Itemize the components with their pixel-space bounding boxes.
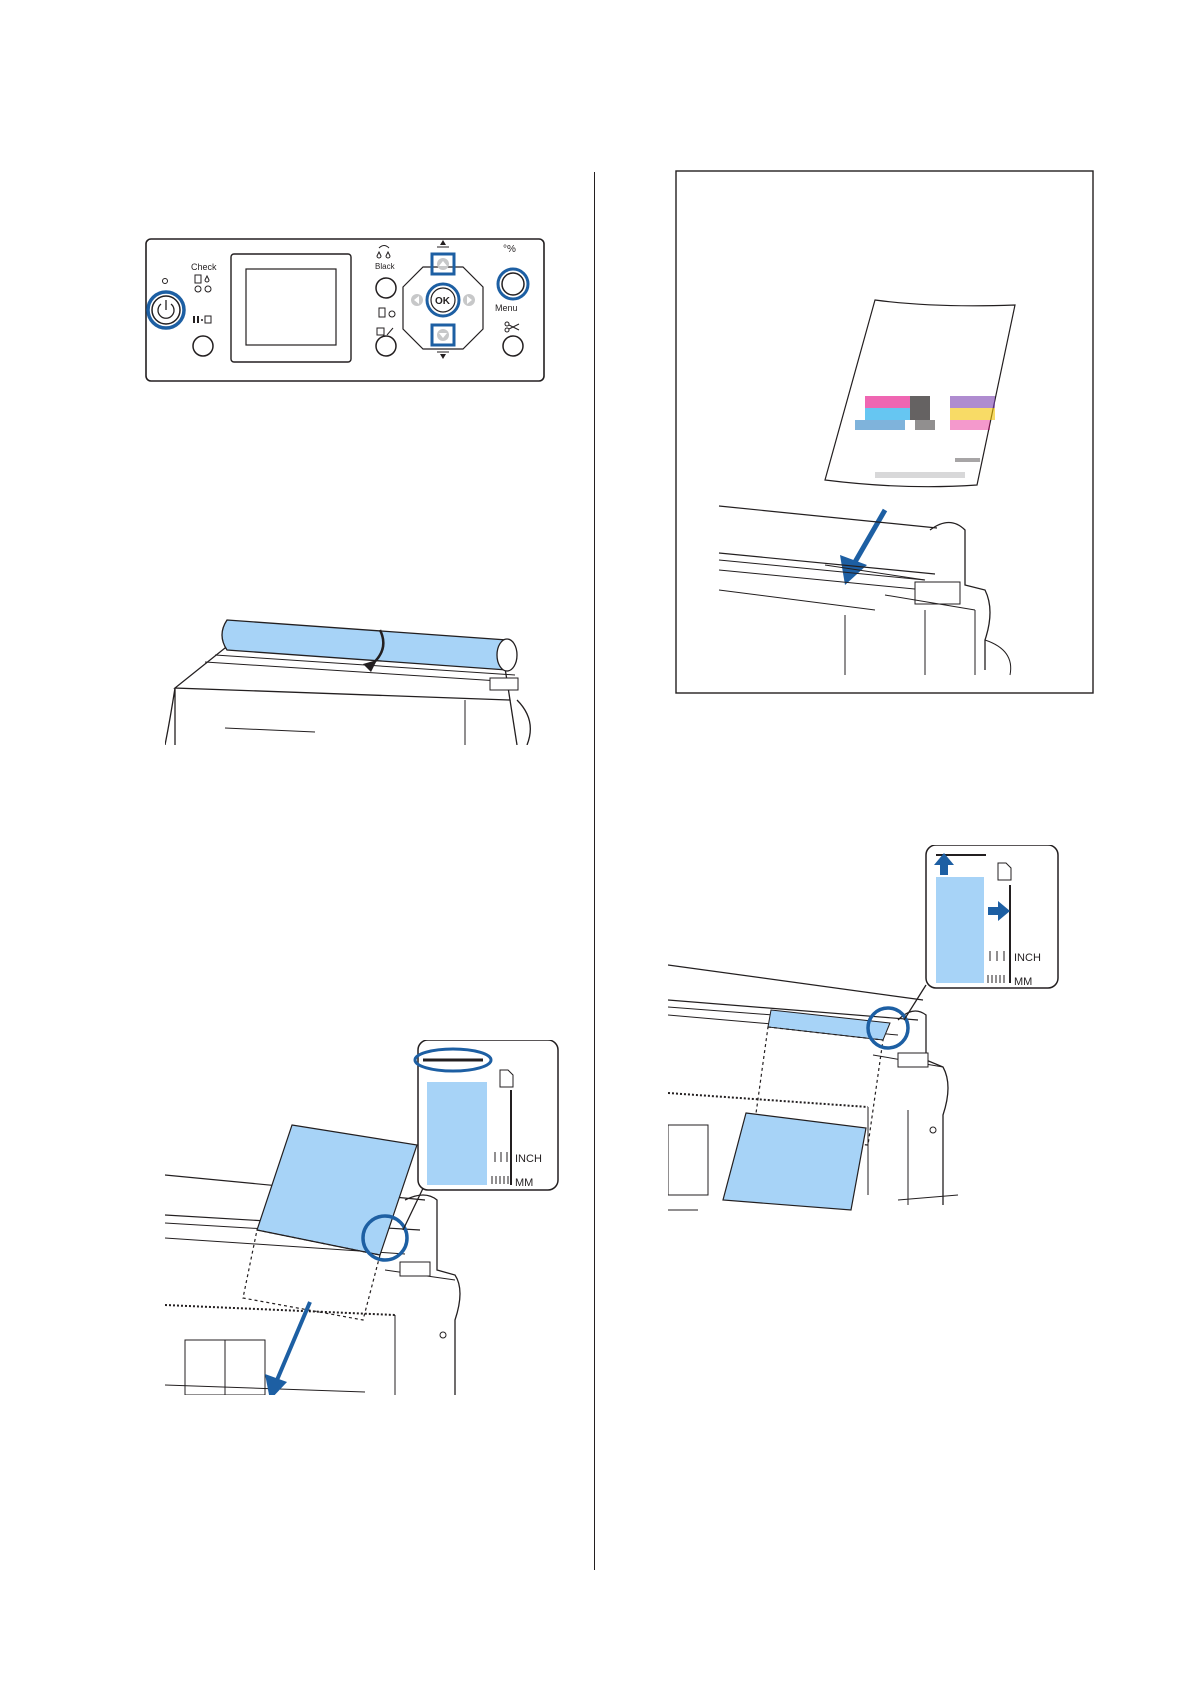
control-panel-small: [400, 1262, 430, 1276]
roll-cover-illustration: [165, 610, 565, 745]
menu-label: Menu: [495, 303, 518, 313]
pause-cancel-button[interactable]: [193, 336, 213, 356]
paper-icon: [998, 863, 1011, 880]
paper-guide-inset: INCH MM: [926, 845, 1058, 988]
right-button[interactable]: [463, 294, 475, 306]
svg-text:°%: °%: [503, 244, 516, 255]
printout-illustration: [675, 170, 1095, 696]
control-panel-illustration: Check Black OK: [145, 238, 545, 384]
paper-source-button[interactable]: [376, 336, 396, 356]
lcd-screen: [246, 269, 336, 345]
printer-side: [405, 1195, 460, 1395]
maintenance-icon: °%: [503, 244, 516, 255]
inch-label: INCH: [1014, 952, 1041, 964]
left-button[interactable]: [411, 294, 423, 306]
black-label: Black: [375, 262, 396, 271]
paper-guide-inset: INCH MM: [415, 1040, 558, 1190]
paper-icon: [500, 1070, 513, 1087]
cut-sheet-paper: [723, 1113, 866, 1210]
column-divider: [594, 172, 595, 1570]
color-patches: [855, 396, 995, 430]
cut-sheet-paper: [257, 1125, 417, 1255]
mm-label: MM: [515, 1177, 533, 1189]
inch-label: INCH: [515, 1153, 542, 1165]
check-label: Check: [191, 262, 217, 272]
paper-guide-adjust-illustration: INCH MM: [668, 845, 1068, 1215]
ok-button[interactable]: OK: [427, 284, 459, 316]
paper-insertion-illustration: INCH MM: [165, 1040, 565, 1395]
insert-arrow: [277, 1302, 310, 1380]
ok-label: OK: [435, 296, 451, 307]
menu-button[interactable]: [498, 269, 528, 299]
power-button[interactable]: [148, 292, 184, 328]
black-ink-button[interactable]: [376, 278, 396, 298]
control-panel-small: [898, 1053, 928, 1067]
cut-button[interactable]: [503, 336, 523, 356]
control-panel-small: [490, 678, 518, 690]
mm-label: MM: [1014, 976, 1032, 988]
